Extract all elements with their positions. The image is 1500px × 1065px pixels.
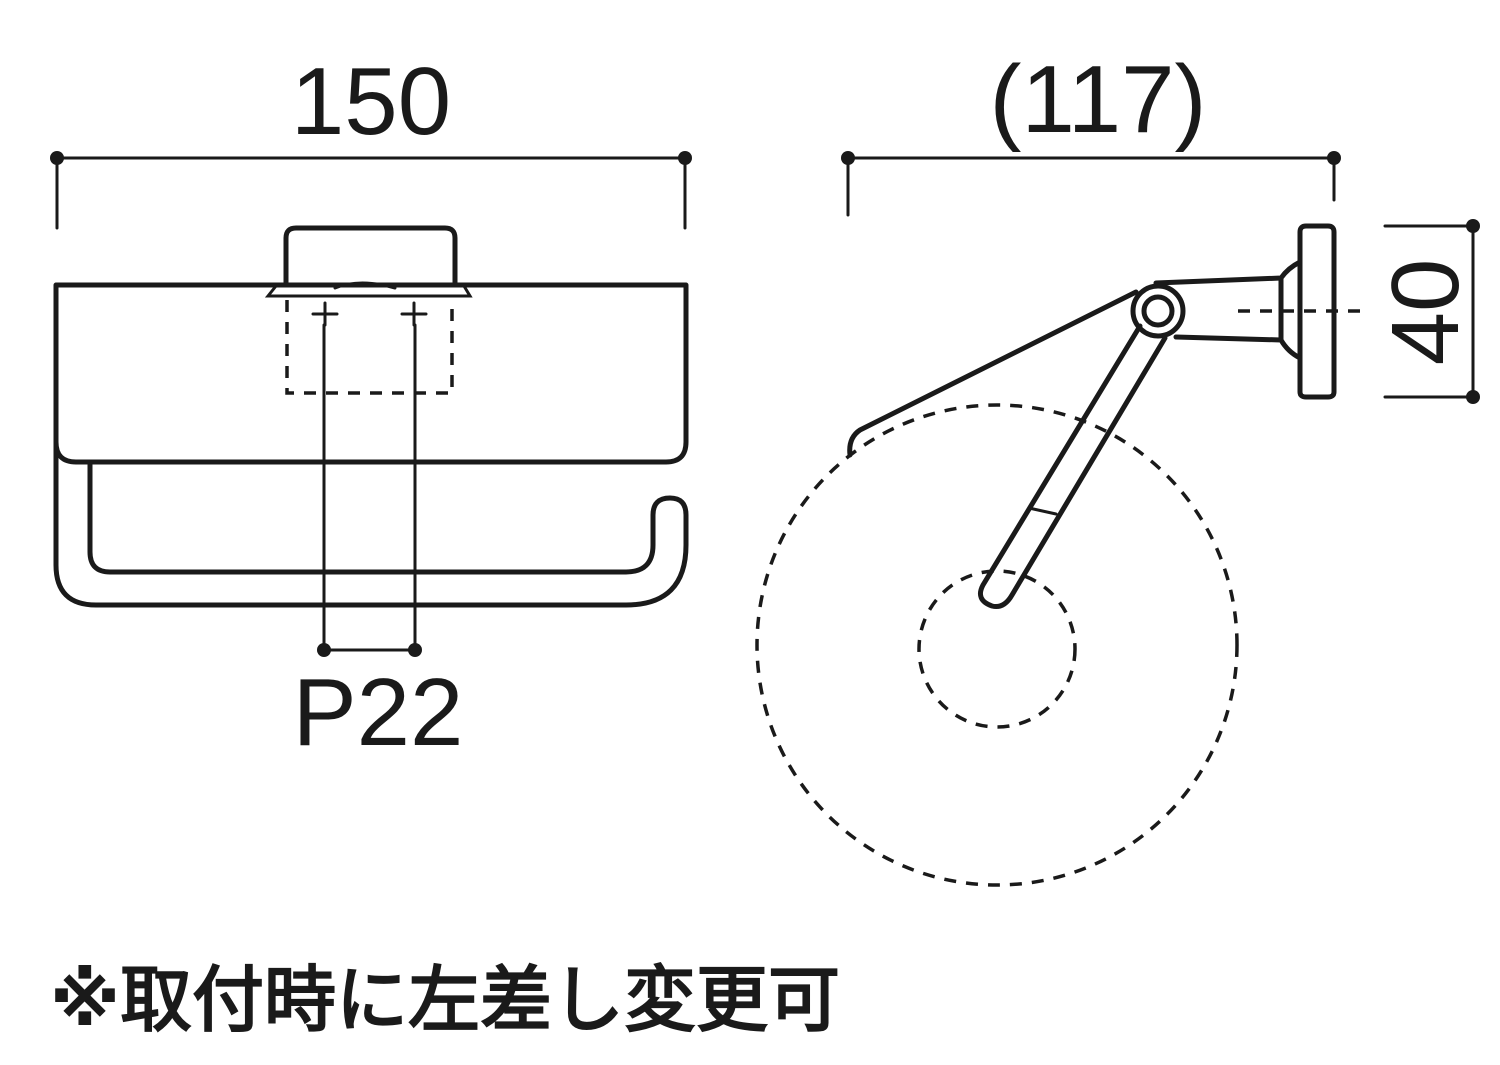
cover-plate [53,282,689,465]
support-arm [1153,259,1303,361]
pivot-joint [1130,283,1186,339]
pitch-dimension: P22 [293,323,464,766]
height-dimension: 40 [1372,219,1480,404]
height-label: 40 [1372,259,1479,366]
front-view: 150 P22 [50,48,692,766]
paper-roll-outline [755,403,1239,887]
depth-dimension: (117) [841,46,1341,217]
holder-arm [978,323,1168,609]
wall-plate [1297,223,1337,400]
holder-bar [53,432,689,608]
depth-label: (117) [990,46,1207,153]
hidden-screw-outline [285,300,454,395]
width-dimension: 150 [50,48,692,230]
width-label: 150 [291,48,451,155]
cover-flap [847,289,1139,458]
side-view: (117) 40 [755,46,1480,887]
note-text: ※取付時に左差し変更可 [50,958,840,1042]
pitch-label: P22 [293,659,464,766]
